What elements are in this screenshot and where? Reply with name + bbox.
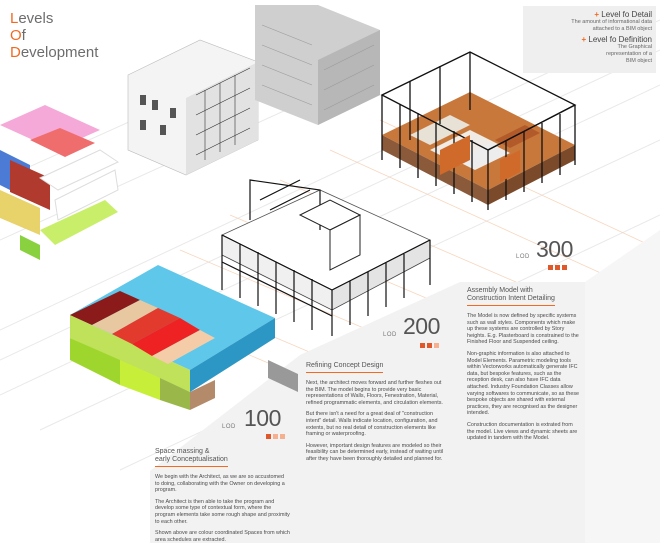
plus-icon: + [594, 10, 602, 19]
panel-lod300-text: Assembly Model with Construction Intent … [467, 287, 580, 447]
panel-lod100-text: Space massing & early Conceptualisation … [155, 448, 290, 548]
paragraph: The Architect is then able to take the p… [155, 498, 290, 525]
panel-heading: Refining Concept Design [306, 362, 384, 373]
legend-desc-detail: The amount of informational data attache… [571, 19, 652, 32]
lod-label: LOD [516, 254, 530, 260]
paragraph: Next, the architect moves forward and fu… [306, 380, 443, 406]
plus-icon: + [581, 35, 589, 44]
level-square [434, 343, 439, 348]
lod300-detailed-model [380, 51, 577, 210]
paragraph: However, important design features are m… [306, 442, 444, 462]
paragraph: The Model is now defined by specific sys… [467, 313, 579, 346]
paragraph: But there isn't a need for a great deal … [306, 411, 438, 438]
panel-lod200-text: Refining Concept Design Next, the archit… [306, 362, 446, 468]
lod100-massing-back [0, 105, 120, 260]
lod-number: 100 [244, 405, 281, 431]
paragraph: Shown above are colour coordinated Space… [155, 530, 290, 543]
level-square [548, 265, 553, 270]
lod-label: LOD [222, 424, 236, 430]
lod200-white-model [221, 179, 431, 392]
lod-label: LOD [383, 332, 397, 338]
level-square [273, 434, 278, 439]
paragraph: Non-graphic information is also attached… [467, 350, 580, 417]
level-square [266, 434, 271, 439]
legend-item-detail: + Level fo Detail [594, 10, 652, 19]
panel-heading: Space massing & early Conceptualisation [155, 448, 228, 467]
level-square [555, 265, 560, 270]
level-square [427, 343, 432, 348]
back-building-grey [255, 5, 380, 125]
legend-item-definition: + Level fo Definition [581, 35, 653, 44]
legend-box: + Level fo Detail The amount of informat… [523, 6, 656, 73]
panel-heading: Assembly Model with Construction Intent … [467, 287, 555, 306]
lod-number: 200 [403, 313, 440, 339]
legend-desc-definition: The Graphical representation of a BIM ob… [606, 44, 652, 64]
page-title: Levels Of Development [10, 10, 99, 61]
back-building-white [127, 39, 259, 176]
level-square [280, 434, 285, 439]
lod-number: 300 [536, 236, 573, 262]
paragraph: We begin with the Architect, as we are s… [155, 474, 285, 494]
paragraph: Construction documentation is extrated f… [467, 421, 578, 442]
lod100-massing-model [70, 265, 275, 410]
panel-lod300-bg [460, 282, 585, 543]
level-square [420, 343, 425, 348]
level-square [562, 265, 567, 270]
